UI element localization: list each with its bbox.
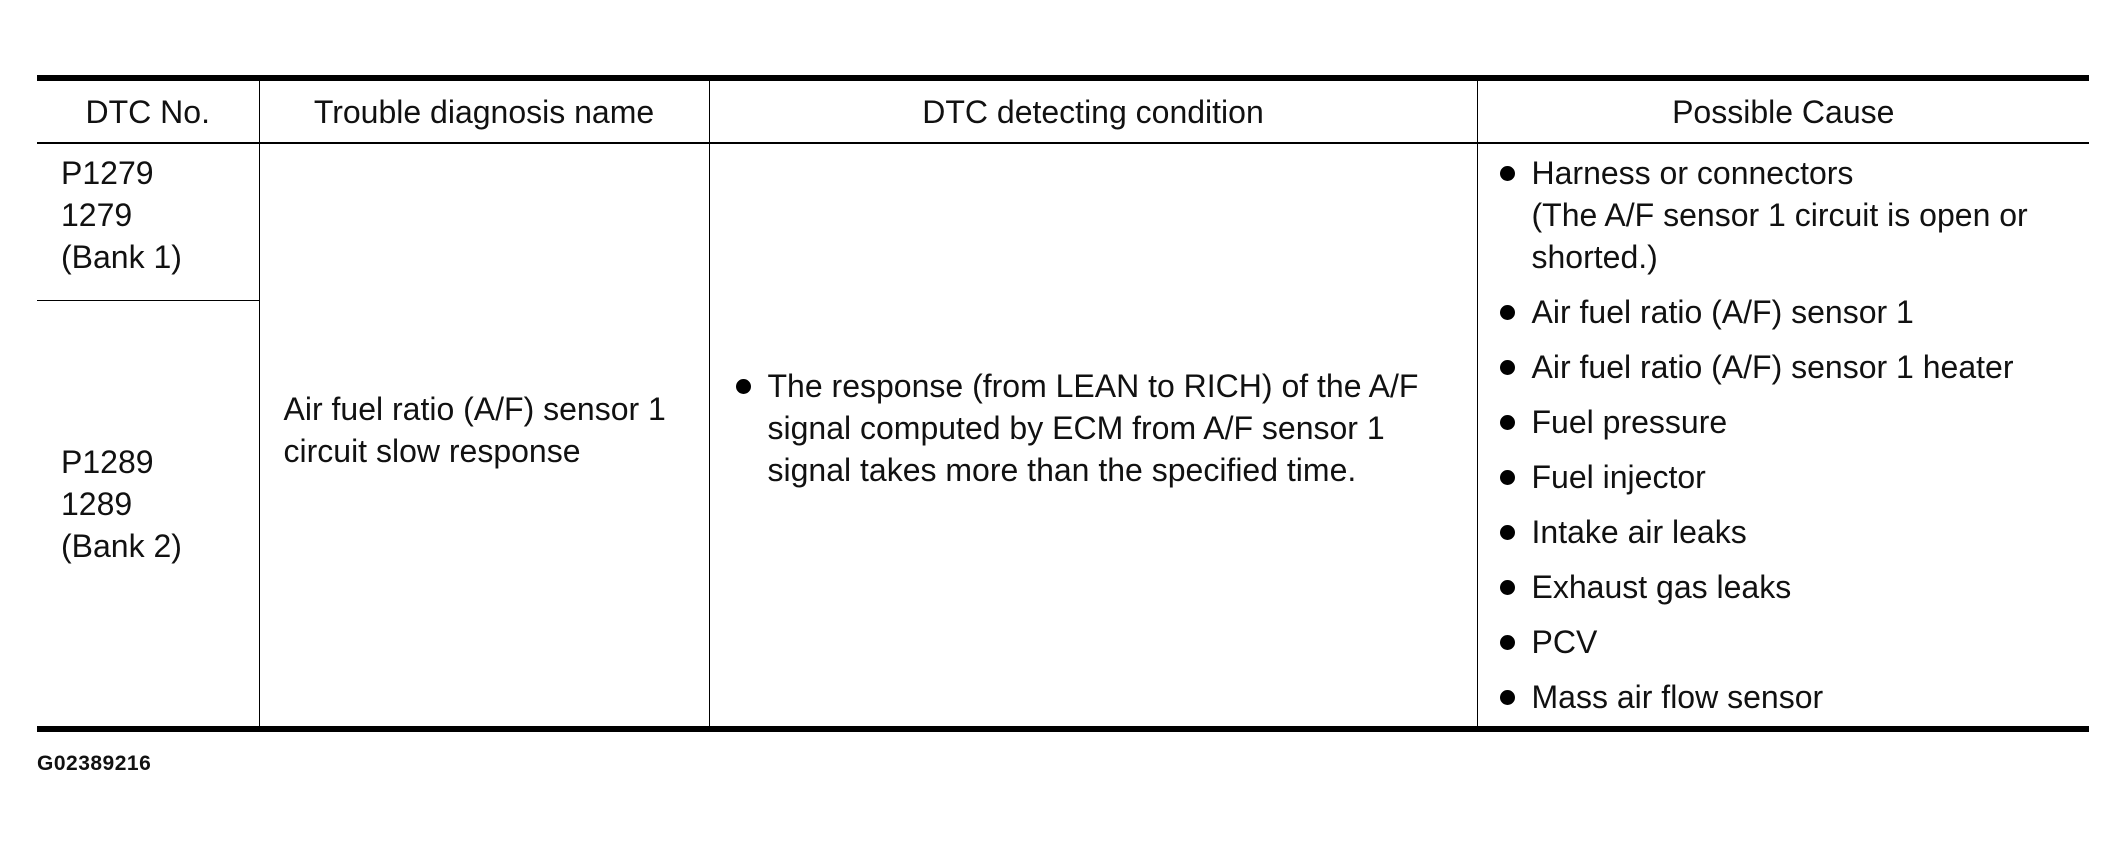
table-row: P1279 1279 (Bank 1) Air fuel ratio (A/F)… — [37, 143, 2089, 732]
possible-cause-item: Harness or connectors (The A/F sensor 1 c… — [1498, 152, 2074, 278]
detecting-condition-cell: The response (from LEAN to RICH) of the … — [708, 143, 1478, 732]
bullet-icon — [1499, 580, 1515, 595]
possible-cause-item: Fuel injector — [1498, 456, 2074, 498]
dtc-bank1-number: 1279 — [61, 197, 133, 233]
bullet-icon — [1499, 470, 1515, 485]
trouble-name-line2: circuit slow response — [283, 433, 581, 469]
detecting-condition-item: The response (from LEAN to RICH) of the … — [734, 365, 1461, 491]
bullet-icon — [1499, 415, 1515, 430]
bullet-icon — [735, 379, 751, 394]
dtc-bank1-code: P1279 — [61, 155, 154, 191]
detecting-condition-text: The response (from LEAN to RICH) of the … — [767, 368, 1419, 488]
bullet-icon — [1499, 305, 1515, 320]
trouble-diagnosis-name-cell: Air fuel ratio (A/F) sensor 1 circuit sl… — [258, 143, 710, 732]
header-possible-cause: Possible Cause — [1476, 75, 2089, 144]
dtc-bank2-number: 1289 — [61, 485, 133, 522]
possible-cause-item: Fuel pressure — [1498, 401, 2074, 443]
dtc-bank2-code: P1289 — [61, 443, 154, 480]
header-trouble-diagnosis-name: Trouble diagnosis name — [258, 75, 710, 144]
bullet-icon — [1499, 525, 1515, 540]
bullet-icon — [1499, 635, 1515, 650]
possible-cause-cell: Harness or connectors (The A/F sensor 1 c… — [1476, 143, 2089, 732]
bullet-icon — [1499, 360, 1515, 375]
possible-cause-subtext: (The A/F sensor 1 circuit is open or sho… — [1531, 197, 2028, 275]
possible-cause-text: Exhaust gas leaks — [1531, 569, 1792, 605]
possible-cause-item: Air fuel ratio (A/F) sensor 1 heater — [1498, 346, 2074, 388]
header-dtc-detecting-condition: DTC detecting condition — [708, 75, 1478, 144]
possible-cause-item: Exhaust gas leaks — [1498, 566, 2074, 608]
possible-cause-text: Fuel pressure — [1531, 404, 1728, 440]
dtc-bank1-cell: P1279 1279 (Bank 1) — [37, 143, 260, 301]
possible-cause-item: PCV — [1498, 621, 2074, 663]
trouble-name-line1: Air fuel ratio (A/F) sensor 1 — [283, 391, 666, 427]
dtc-table: DTC No. Trouble diagnosis name DTC detec… — [37, 75, 2089, 732]
possible-cause-text: Harness or connectors — [1531, 155, 1854, 191]
table-header-row: DTC No. Trouble diagnosis name DTC detec… — [37, 75, 2089, 144]
possible-cause-text: PCV — [1531, 624, 1598, 660]
possible-cause-list: Harness or connectors (The A/F sensor 1 c… — [1498, 152, 2074, 718]
possible-cause-text: Air fuel ratio (A/F) sensor 1 — [1531, 294, 1914, 330]
bullet-icon — [1499, 690, 1515, 705]
dtc-bank1-label: (Bank 1) — [61, 239, 182, 275]
possible-cause-text: Mass air flow sensor — [1531, 679, 1824, 715]
dtc-table-container: DTC No. Trouble diagnosis name DTC detec… — [37, 75, 2089, 732]
dtc-bank2-label: (Bank 2) — [61, 527, 182, 564]
figure-id: G02389216 — [37, 752, 152, 775]
possible-cause-text: Air fuel ratio (A/F) sensor 1 heater — [1531, 349, 2014, 385]
possible-cause-item: Mass air flow sensor — [1498, 676, 2074, 718]
possible-cause-text: Intake air leaks — [1531, 514, 1747, 550]
possible-cause-text: Fuel injector — [1531, 459, 1706, 495]
header-dtc-no: DTC No. — [37, 75, 260, 144]
dtc-bank2-cell: P1289 1289 (Bank 2) — [37, 300, 260, 732]
bullet-icon — [1499, 166, 1515, 181]
possible-cause-item: Air fuel ratio (A/F) sensor 1 — [1498, 291, 2074, 333]
possible-cause-item: Intake air leaks — [1498, 511, 2074, 553]
table-row: P1289 1289 (Bank 2) — [37, 300, 2089, 732]
